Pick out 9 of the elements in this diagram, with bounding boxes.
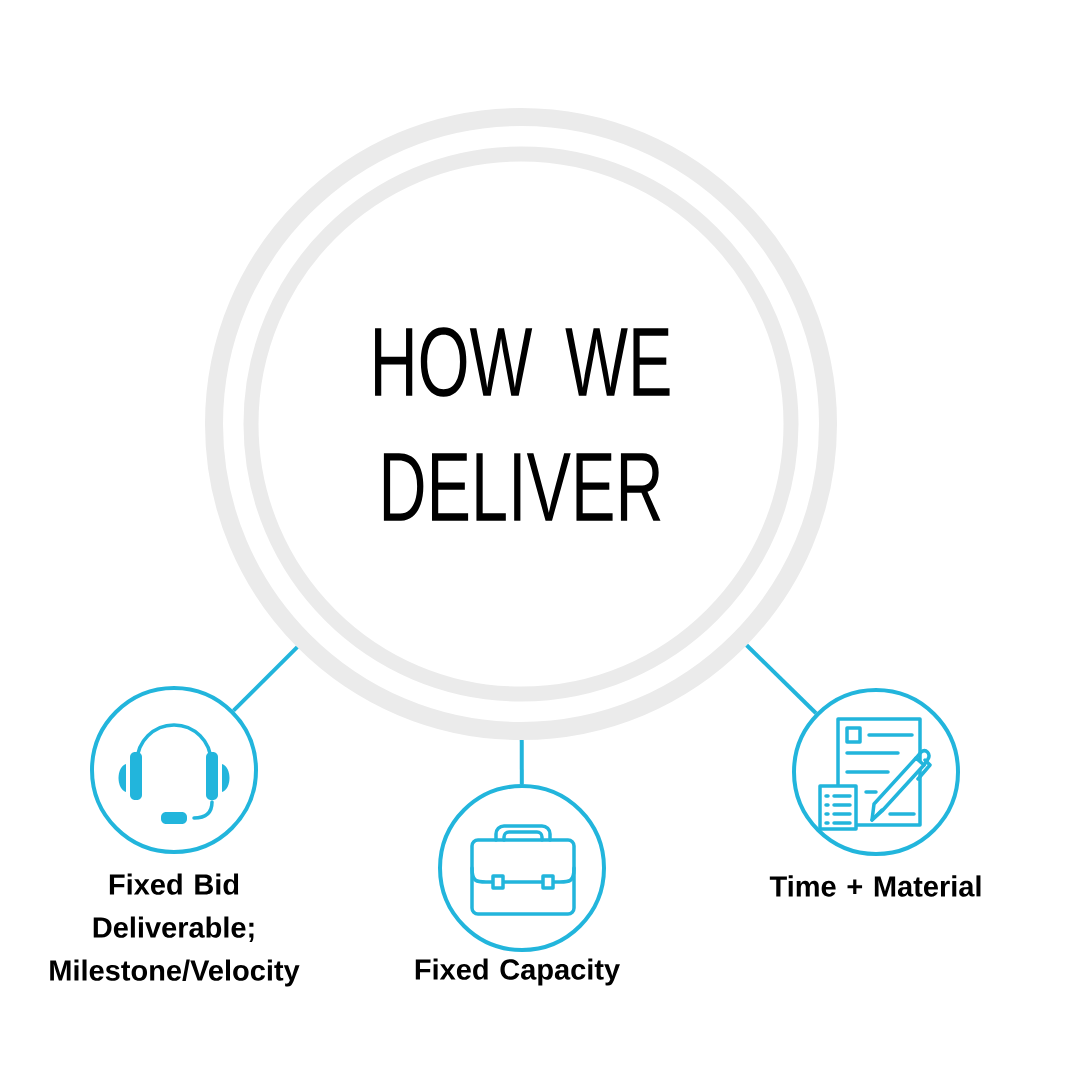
icon-circle: [90, 686, 258, 854]
node-label: Fixed Bid Deliverable; Milestone/Velocity: [50, 873, 300, 987]
node-label: Fixed Capacity: [415, 958, 620, 986]
connector-line: [232, 645, 299, 713]
connector-line: [519, 740, 524, 785]
node-label: Time + Material: [769, 875, 981, 897]
icon-circle: [792, 688, 960, 856]
connector-line: [745, 643, 818, 715]
icon-circle: [438, 784, 606, 952]
